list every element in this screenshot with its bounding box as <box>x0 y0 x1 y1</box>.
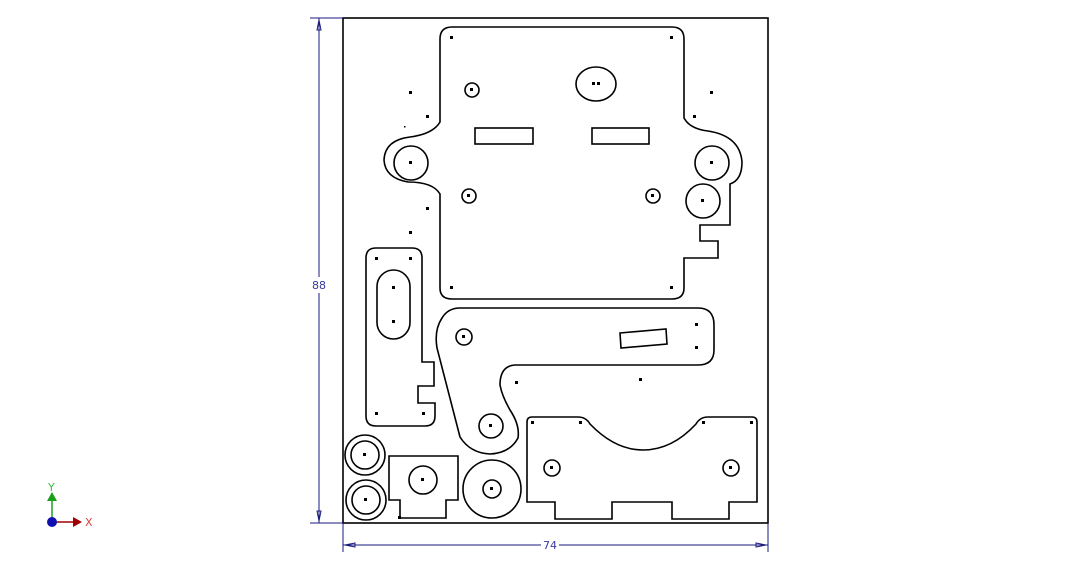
axis-origin-icon <box>47 517 57 527</box>
large-disc[interactable] <box>462 459 522 519</box>
cradle-plate[interactable] <box>526 416 758 520</box>
left-bracket-slot <box>376 269 411 340</box>
axis-triad: Y X <box>47 481 93 529</box>
washer-2[interactable] <box>345 479 387 521</box>
left-bracket[interactable] <box>365 247 436 427</box>
sheet-boundary <box>342 17 769 524</box>
arm-bracket[interactable] <box>435 307 715 455</box>
main-plate[interactable] <box>383 26 743 300</box>
horizontal-dimension-value: 74 <box>543 539 557 552</box>
axis-y-label: Y <box>47 481 55 494</box>
washer-1[interactable] <box>344 434 386 476</box>
main-plate-slot-right <box>591 127 650 145</box>
vertical-dimension-value: 88 <box>312 279 326 292</box>
vertical-dimension: 88 <box>310 17 343 524</box>
axis-x-label: X <box>85 516 93 529</box>
main-plate-slot-left <box>474 127 534 145</box>
main-plate-oval-hole <box>575 66 617 102</box>
horizontal-dimension: 74 <box>342 523 769 552</box>
tab-block[interactable] <box>388 455 459 519</box>
arm-bracket-slot <box>619 328 668 349</box>
loose-marks <box>404 91 713 234</box>
